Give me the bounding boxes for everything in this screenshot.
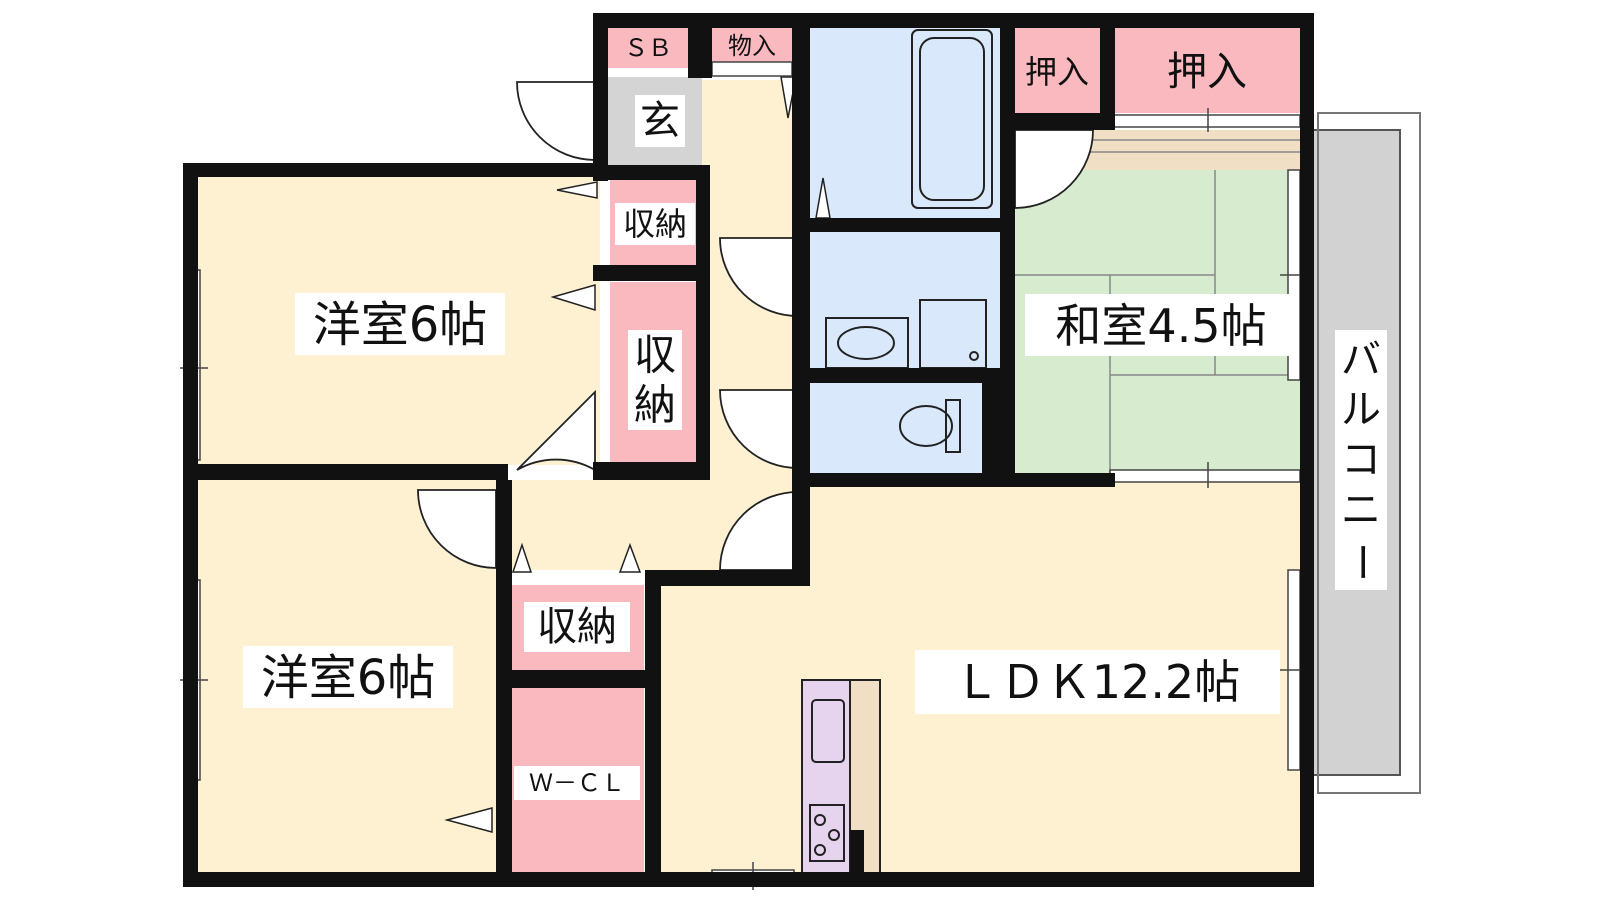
- closet-door-marks: [444, 76, 831, 833]
- wall-ldk-left: [645, 570, 661, 887]
- wall-bottom: [183, 872, 1314, 887]
- balcony-rail: [1317, 112, 1421, 794]
- wall-closet-right: [696, 165, 710, 480]
- japanese-room-label: 和室4.5帖: [1055, 299, 1266, 353]
- oshiire-large-label: 押入: [1167, 49, 1247, 95]
- shoe-box-fill: [608, 28, 688, 68]
- storage-closet-label: 物入: [728, 32, 776, 60]
- japanese-room-door: [1014, 129, 1094, 209]
- oshiire-small-label: 押入: [1025, 53, 1089, 91]
- wall-toilet-right: [982, 383, 1000, 483]
- wall-oshiire-divider: [1100, 28, 1115, 130]
- wall-wet-right: [1000, 28, 1015, 483]
- walls: [183, 13, 1314, 887]
- balcony-char-1: バ: [1341, 337, 1381, 383]
- wall-right: [1300, 13, 1314, 887]
- wall-kitchen-stub: [850, 830, 864, 887]
- stove: [809, 804, 845, 862]
- oshiire-large-fill: [1115, 28, 1300, 113]
- walk-in-closet-label: Ｗ－ＣＬ: [529, 769, 625, 797]
- closet-lower-label: 収納: [537, 604, 617, 650]
- north-bedroom-door: [516, 389, 596, 472]
- wall-ldk-top: [645, 570, 810, 586]
- wall-left: [183, 163, 198, 887]
- wall-wcl-left: [496, 570, 512, 887]
- washbasin-bowl: [837, 326, 895, 360]
- oshiire-small-fill: [1015, 28, 1100, 113]
- toilet-fill: [810, 383, 982, 473]
- entrance-door: [516, 81, 596, 161]
- south-bedroom-door: [417, 489, 497, 569]
- balcony-char-3: コ: [1341, 437, 1381, 483]
- wall-wash-bottom: [810, 368, 1015, 383]
- wall-hall-ldk: [792, 470, 810, 585]
- shoe-box-label: ＳＢ: [624, 34, 672, 62]
- western-room-south-label: 洋室6帖: [261, 650, 436, 706]
- balcony-char-4: ニ: [1341, 487, 1381, 533]
- closet-middle-label-1: 収: [634, 331, 676, 380]
- labels: 洋室6帖 洋室6帖 和室4.5帖 ＬＤＫ12.2帖 玄 ＳＢ 物入 収納 収 納…: [243, 32, 1387, 800]
- kitchen-sink: [811, 699, 845, 763]
- balcony-char-2: ル: [1341, 387, 1381, 433]
- balcony-char-5: ー: [1338, 542, 1384, 582]
- wall-closet-mid: [593, 265, 703, 281]
- wall-ldk-north: [810, 473, 1115, 487]
- wall-bath-bottom: [810, 218, 1015, 232]
- western-room-north-label: 洋室6帖: [313, 297, 488, 353]
- wall-top: [593, 13, 1313, 28]
- door-swings: [417, 81, 1094, 571]
- wall-sb-right: [688, 28, 712, 78]
- wall-wet-left: [792, 28, 810, 483]
- toilet-bowl: [899, 405, 953, 447]
- wall-bedrooms: [198, 464, 508, 480]
- entrance-label: 玄: [640, 98, 680, 144]
- wall-closet-bottom: [593, 462, 710, 480]
- wall-bedroom-south-right: [496, 480, 512, 570]
- toilet-tank: [945, 399, 961, 453]
- bathtub-inner: [919, 37, 985, 201]
- wall-oshiire-bottom: [1015, 113, 1110, 130]
- ldk-label: ＬＤＫ12.2帖: [954, 655, 1240, 709]
- storage-fill: [712, 28, 792, 64]
- closet-upper-label: 収納: [623, 205, 687, 243]
- wall-entrance-bottom: [593, 165, 703, 180]
- fixtures: [801, 29, 993, 876]
- closet-middle-label-2: 納: [634, 381, 676, 430]
- wall-north-bedroom-top: [183, 163, 608, 177]
- wall-entrance-left: [593, 13, 608, 181]
- bathtub: [911, 29, 993, 209]
- wall-wcl-top: [496, 670, 646, 688]
